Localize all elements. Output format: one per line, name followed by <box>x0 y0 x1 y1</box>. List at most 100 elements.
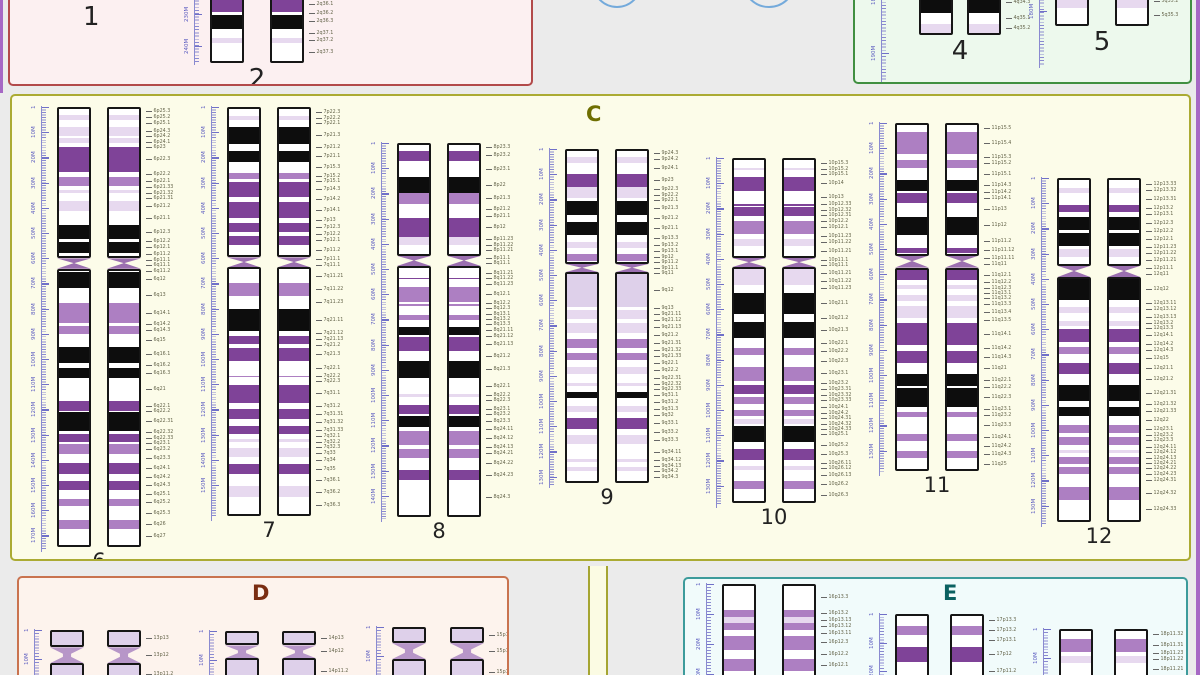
band-label: 9q21.13 <box>654 325 681 330</box>
band-pointer-line <box>316 249 322 251</box>
chromosome-14-arm <box>282 658 316 675</box>
ruler-tick <box>880 671 887 673</box>
cytoband <box>1057 0 1087 8</box>
cytoband <box>59 189 89 194</box>
band-label-text: 10p12.33 <box>828 202 852 208</box>
ruler-tick <box>382 193 389 195</box>
ruler-label: 30M <box>706 227 712 240</box>
ruler-tick <box>880 123 887 125</box>
band-pointer-line <box>821 394 827 396</box>
band-label-text: 11q23.1 <box>991 407 1012 413</box>
band-label: 6q11.1 <box>146 263 170 268</box>
ruler-tick <box>550 325 557 327</box>
band-label: 7p22.1 <box>316 121 340 126</box>
ruler-tick <box>717 183 724 185</box>
cytoband <box>724 617 754 624</box>
band-label: 6q22.31 <box>146 419 173 424</box>
cytoband <box>1109 385 1139 402</box>
band-pointer-line <box>1146 420 1152 422</box>
band-label-text: 9p21.3 <box>661 205 679 211</box>
cytoband <box>109 135 139 139</box>
band-pointer-line <box>1146 349 1152 351</box>
stalk-shape <box>50 647 84 664</box>
cytoband <box>229 173 259 180</box>
ruler-tick <box>212 359 219 361</box>
band-label-text: 7q11.1 <box>323 262 341 268</box>
cytoband <box>784 355 814 367</box>
cytoband <box>734 278 764 285</box>
cytoband <box>229 269 259 284</box>
chromosome-16-arm <box>722 584 756 675</box>
band-pointer-line <box>821 444 827 446</box>
band-pointer-line <box>316 436 322 438</box>
band-pointer-line <box>146 130 152 132</box>
ruler-label: 30M <box>869 192 875 205</box>
band-label: 17p13.2 <box>989 628 1016 633</box>
cytoband <box>734 355 764 367</box>
cytoband <box>1116 662 1146 675</box>
band-pointer-line <box>316 333 322 335</box>
band-label: 9q22.32 <box>654 382 681 387</box>
band-pointer-line <box>984 142 990 144</box>
band-label-text: 12q11 <box>1153 271 1169 277</box>
cytoband <box>449 336 479 352</box>
band-label: 6p25.2 <box>146 115 170 120</box>
band-label: 6q23.1 <box>146 441 170 446</box>
cytoband <box>109 489 139 499</box>
ruler-tick <box>880 349 887 352</box>
band-label: 6p12.3 <box>146 230 170 235</box>
ruler-tick <box>717 258 724 261</box>
ruler-label: 150M <box>31 477 37 493</box>
band-label: 6p22.1 <box>146 179 170 184</box>
cytoband <box>921 0 951 14</box>
band-label: 11p13 <box>984 207 1007 212</box>
band-label-text: 7p14.3 <box>323 186 341 192</box>
band-label: 9p23 <box>654 178 674 183</box>
band-label-text: 16p13.2 <box>828 610 849 616</box>
ruler-tick <box>550 375 557 378</box>
band-label: 9p22.1 <box>654 198 678 203</box>
band-label: 6q23.3 <box>146 456 170 461</box>
cytoband <box>279 309 309 332</box>
cytoband <box>449 237 479 242</box>
band-label: 6q24.3 <box>146 483 170 488</box>
band-label-text: 12q24.31 <box>1153 478 1177 484</box>
band-label-text: 12q21.1 <box>1153 365 1174 371</box>
cytoband <box>109 367 139 379</box>
cytoband <box>109 271 139 289</box>
band-pointer-line <box>309 39 315 41</box>
centromere <box>565 263 599 273</box>
ruler-label: 30M <box>1031 247 1037 260</box>
cytoband <box>279 442 309 448</box>
band-label: 12p12.1 <box>1146 237 1173 242</box>
band-label-text: 8q11.23 <box>493 281 514 287</box>
band-label-text: 10q25.1 <box>828 432 849 438</box>
band-label: 7p14.3 <box>316 187 340 192</box>
ruler-label: 1 <box>371 141 377 145</box>
ruler-axis <box>194 0 195 65</box>
band-label: 8q12.3 <box>486 306 510 311</box>
band-label: 7p11.1 <box>316 257 340 262</box>
cytoband <box>567 318 597 323</box>
band-label: 6p21.1 <box>146 216 170 221</box>
band-label-text: 8q21.11 <box>493 328 514 334</box>
band-label-text: 9q13 <box>661 306 674 312</box>
ruler-label: 120M <box>539 443 545 460</box>
ruler-label: 40M <box>706 252 712 265</box>
band-label-text: 9p21.2 <box>661 216 679 222</box>
cytoband <box>449 326 479 336</box>
band-label: 16p13.13 <box>821 618 851 623</box>
band-pointer-line <box>146 159 152 161</box>
band-pointer-line <box>486 283 492 285</box>
ruler-tick <box>707 584 714 586</box>
cytoband <box>947 269 977 281</box>
band-label: 9q34.3 <box>654 475 678 480</box>
cytoband <box>279 360 309 376</box>
cytoband <box>449 361 479 378</box>
band-pointer-line <box>984 250 990 252</box>
cytoband <box>567 242 597 248</box>
cytoband <box>1109 325 1139 330</box>
ruler-label: 10M <box>366 650 372 662</box>
band-label-text: 18p11.32 <box>1160 632 1184 638</box>
cytoband <box>59 126 89 136</box>
